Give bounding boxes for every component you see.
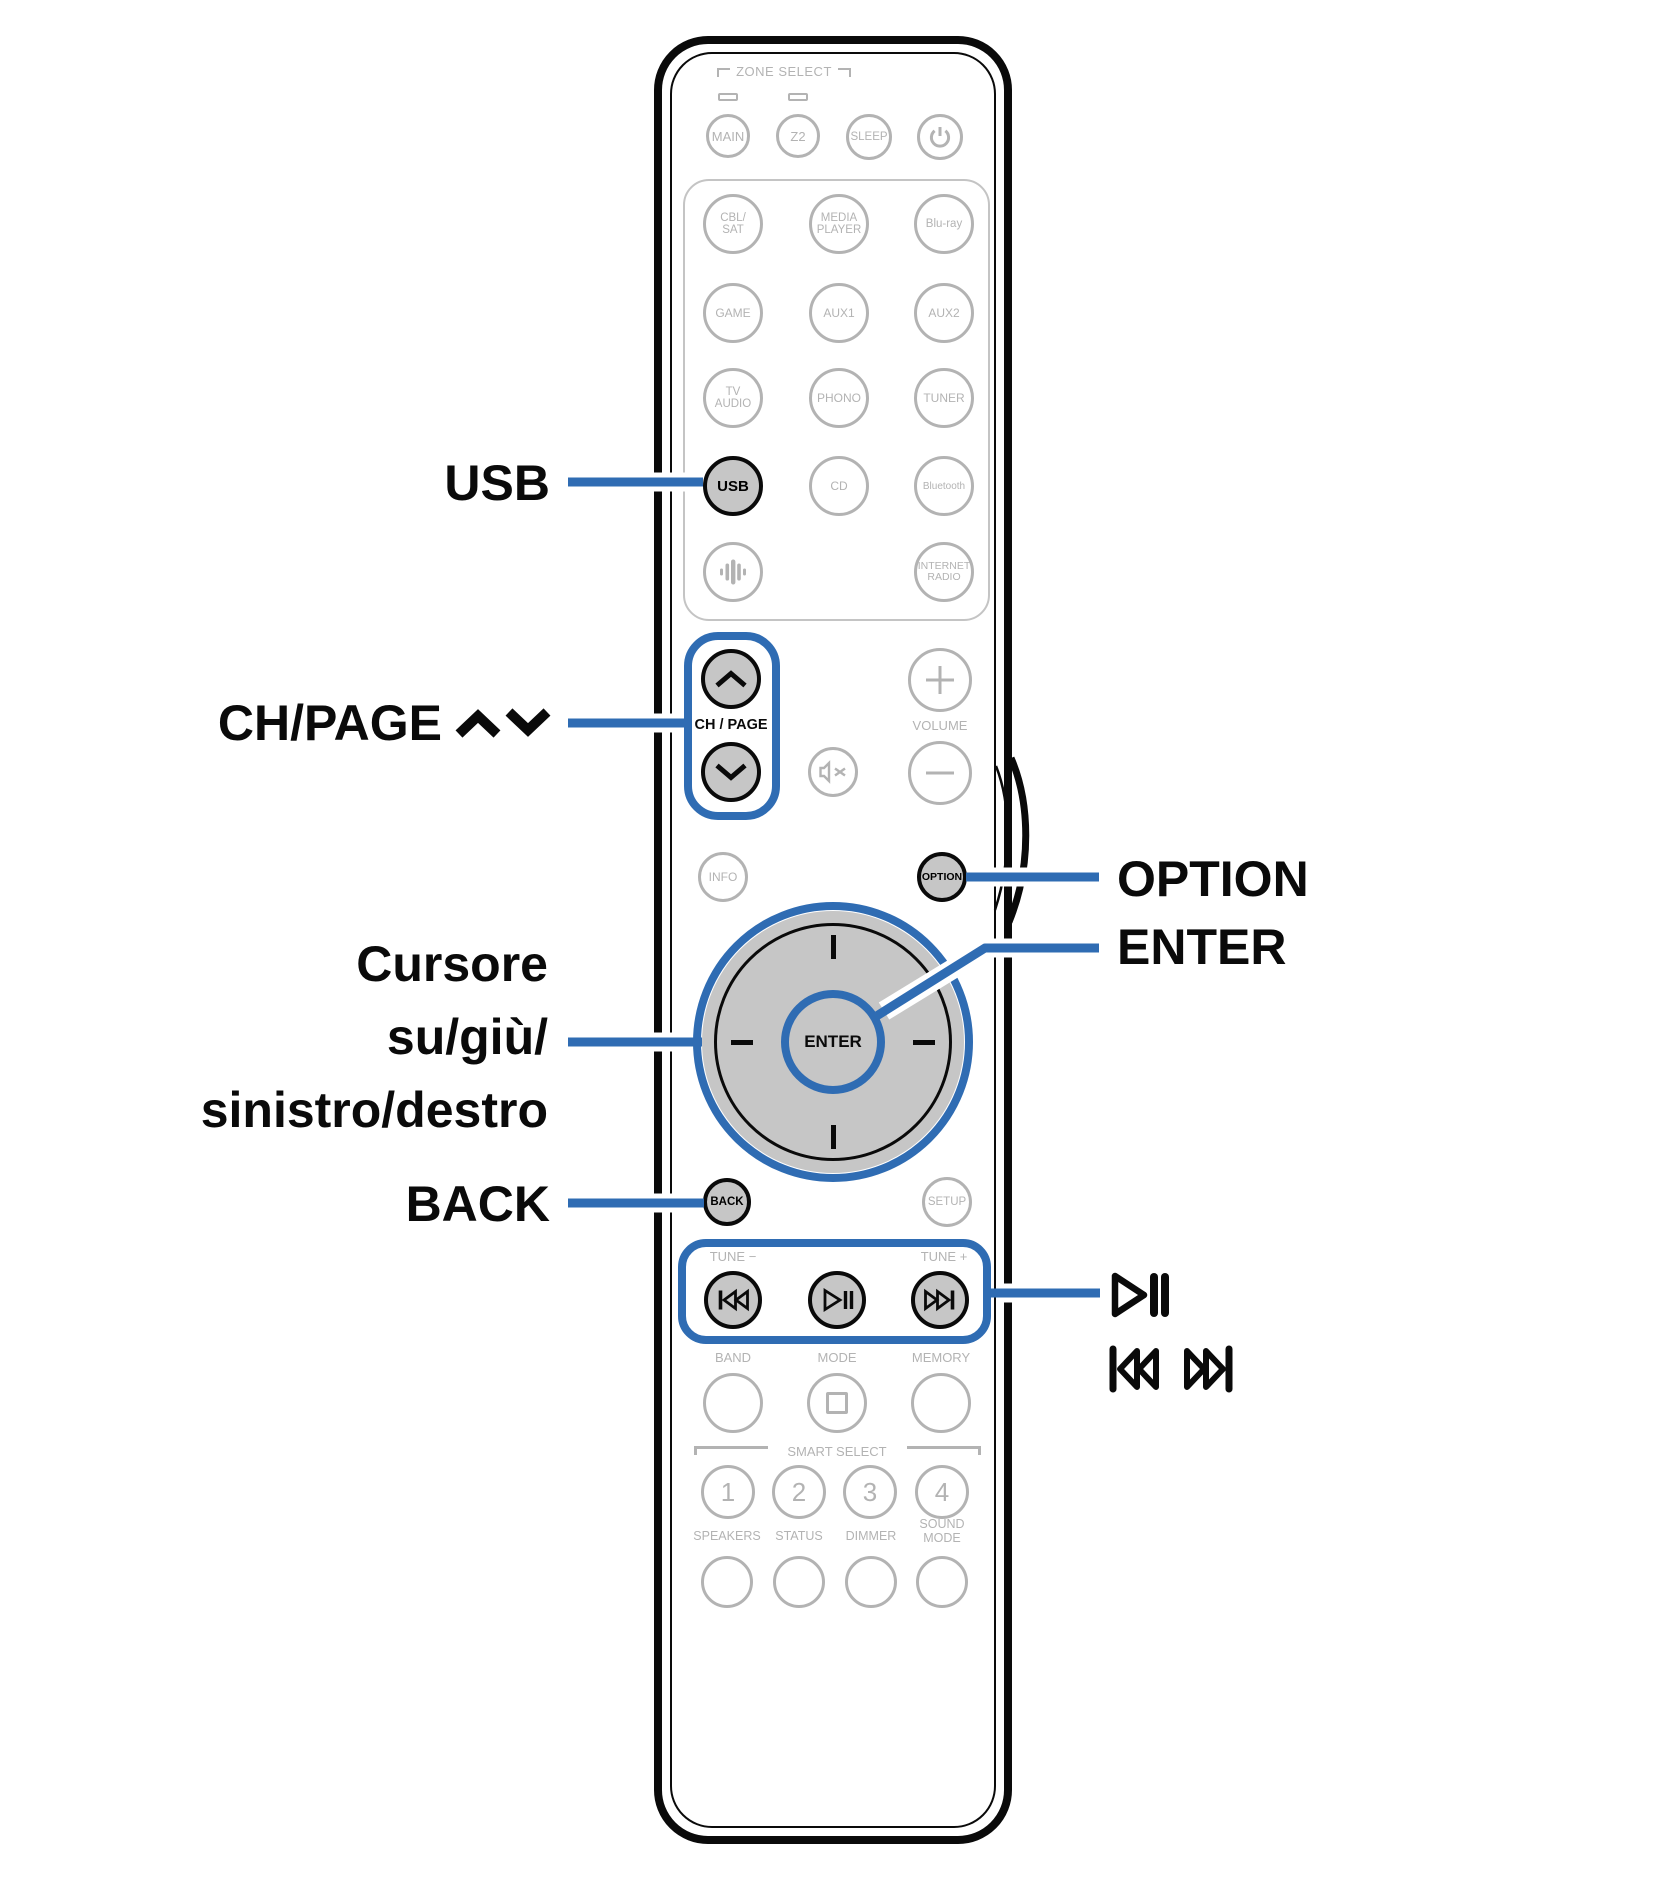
skip-back-icon: [718, 1288, 749, 1312]
smart-select-bracket-left: [694, 1446, 768, 1455]
zone-select-label: ZONE SELECT: [692, 64, 876, 79]
smart-select-1-button[interactable]: 1: [701, 1465, 755, 1519]
skip-back-forward-icons: [1109, 1345, 1233, 1393]
cursor-right-tick: [913, 1040, 935, 1045]
volume-up-button[interactable]: [908, 648, 972, 712]
back-callout-label: BACK: [405, 1176, 550, 1232]
play-pause-callout-icon: [1108, 1270, 1172, 1320]
volume-minus-icon: [926, 771, 954, 775]
source-buttons-block: [683, 179, 990, 621]
enter-callout-label: ENTER: [1117, 919, 1287, 975]
zone2-button[interactable]: Z2: [776, 114, 820, 158]
source-button-bluetooth[interactable]: Bluetooth: [914, 456, 974, 516]
power-button[interactable]: [917, 114, 963, 160]
sound-wave-icon: [720, 559, 746, 585]
band-label: BAND: [714, 1350, 752, 1365]
play-pause-button[interactable]: [808, 1271, 866, 1329]
status-label: STATUS: [775, 1529, 823, 1543]
tune-minus-label: TUNE −: [709, 1249, 757, 1264]
stop-square-icon: [826, 1392, 848, 1414]
memory-button[interactable]: [911, 1373, 971, 1433]
main-zone-button[interactable]: MAIN: [706, 114, 750, 158]
source-button-tuner[interactable]: TUNER: [914, 368, 974, 428]
option-button[interactable]: OPTION: [917, 852, 967, 902]
smart-select-label: SMART SELECT: [787, 1444, 887, 1459]
memory-label: MEMORY: [911, 1350, 971, 1365]
zone-bracket-left: [717, 68, 731, 78]
zone-bracket-right: [837, 68, 851, 78]
dimmer-label: DIMMER: [845, 1529, 897, 1543]
source-button-aux2[interactable]: AUX2: [914, 283, 974, 343]
source-button-heos[interactable]: [703, 542, 763, 602]
option-callout-label: OPTION: [1117, 851, 1309, 907]
ch-page-callout-label: CH/PAGE: [180, 688, 552, 758]
source-button-tv-audio[interactable]: TV AUDIO: [703, 368, 763, 428]
mode-label: MODE: [817, 1350, 857, 1365]
ch-page-button-label: CH / PAGE: [694, 717, 768, 733]
chevron-down-icon: [715, 763, 747, 781]
cursor-callout-label: Cursore su/giù/ sinistro/destro: [200, 936, 548, 1138]
speakers-label: SPEAKERS: [693, 1529, 761, 1543]
mute-button[interactable]: [808, 747, 858, 797]
chevron-up-icon: [455, 709, 501, 738]
status-button[interactable]: [773, 1556, 825, 1608]
cursor-left-tick: [731, 1040, 753, 1045]
ch-page-callout-text: CH/PAGE: [217, 695, 442, 751]
source-button-blu-ray[interactable]: Blu-ray: [914, 194, 974, 254]
chevron-down-icon: [505, 708, 551, 737]
volume-plus-icon: [926, 666, 954, 694]
skip-forward-button[interactable]: [911, 1271, 969, 1329]
sound-mode-button[interactable]: [916, 1556, 968, 1608]
source-button-cd[interactable]: CD: [809, 456, 869, 516]
dimmer-button[interactable]: [845, 1556, 897, 1608]
smart-select-bracket-right: [907, 1446, 981, 1455]
zone-main-led: [718, 93, 738, 101]
skip-forward-icon: [924, 1288, 955, 1312]
source-button-game[interactable]: GAME: [703, 283, 763, 343]
play-pause-icon: [1111, 1272, 1169, 1318]
source-button-cbl-sat[interactable]: CBL/ SAT: [703, 194, 763, 254]
skip-back-button[interactable]: [704, 1271, 762, 1329]
cursor-pad-ring: [714, 923, 952, 1161]
skip-callout-icons: [1108, 1344, 1250, 1394]
band-button[interactable]: [703, 1373, 763, 1433]
source-button-phono[interactable]: PHONO: [809, 368, 869, 428]
channel-page-up-button[interactable]: [701, 649, 761, 709]
volume-down-button[interactable]: [908, 741, 972, 805]
tune-plus-label: TUNE +: [920, 1249, 968, 1264]
usb-callout-label: USB: [444, 455, 550, 511]
enter-button[interactable]: ENTER: [781, 990, 885, 1094]
chevron-up-icon: [715, 670, 747, 688]
play-pause-icon: [823, 1287, 854, 1313]
cursor-down-tick: [831, 1125, 836, 1149]
source-button-aux1[interactable]: AUX1: [809, 283, 869, 343]
mode-button[interactable]: [807, 1373, 867, 1433]
back-button[interactable]: BACK: [703, 1178, 751, 1226]
smart-select-2-button[interactable]: 2: [772, 1465, 826, 1519]
channel-page-down-button[interactable]: [701, 742, 761, 802]
sleep-button[interactable]: SLEEP: [846, 114, 892, 160]
zone-z2-led: [788, 93, 808, 101]
enter-callout-line: [872, 938, 1099, 1021]
enter-button-label: ENTER: [804, 1032, 862, 1051]
info-button[interactable]: INFO: [698, 852, 748, 902]
volume-label: VOLUME: [912, 718, 968, 733]
smart-select-3-button[interactable]: 3: [843, 1465, 897, 1519]
mute-icon: [819, 760, 846, 784]
source-button-media-player[interactable]: MEDIA PLAYER: [809, 194, 869, 254]
setup-button[interactable]: SETUP: [922, 1177, 972, 1227]
smart-select-4-button[interactable]: 4: [915, 1465, 969, 1519]
speakers-button[interactable]: [701, 1556, 753, 1608]
power-icon: [929, 127, 951, 148]
source-button-usb[interactable]: USB: [703, 456, 763, 516]
cursor-up-tick: [831, 935, 836, 959]
side-bump: [993, 756, 1030, 924]
source-button-internet-radio[interactable]: INTERNET RADIO: [914, 542, 974, 602]
sound-mode-label: SOUND MODE: [919, 1517, 965, 1545]
